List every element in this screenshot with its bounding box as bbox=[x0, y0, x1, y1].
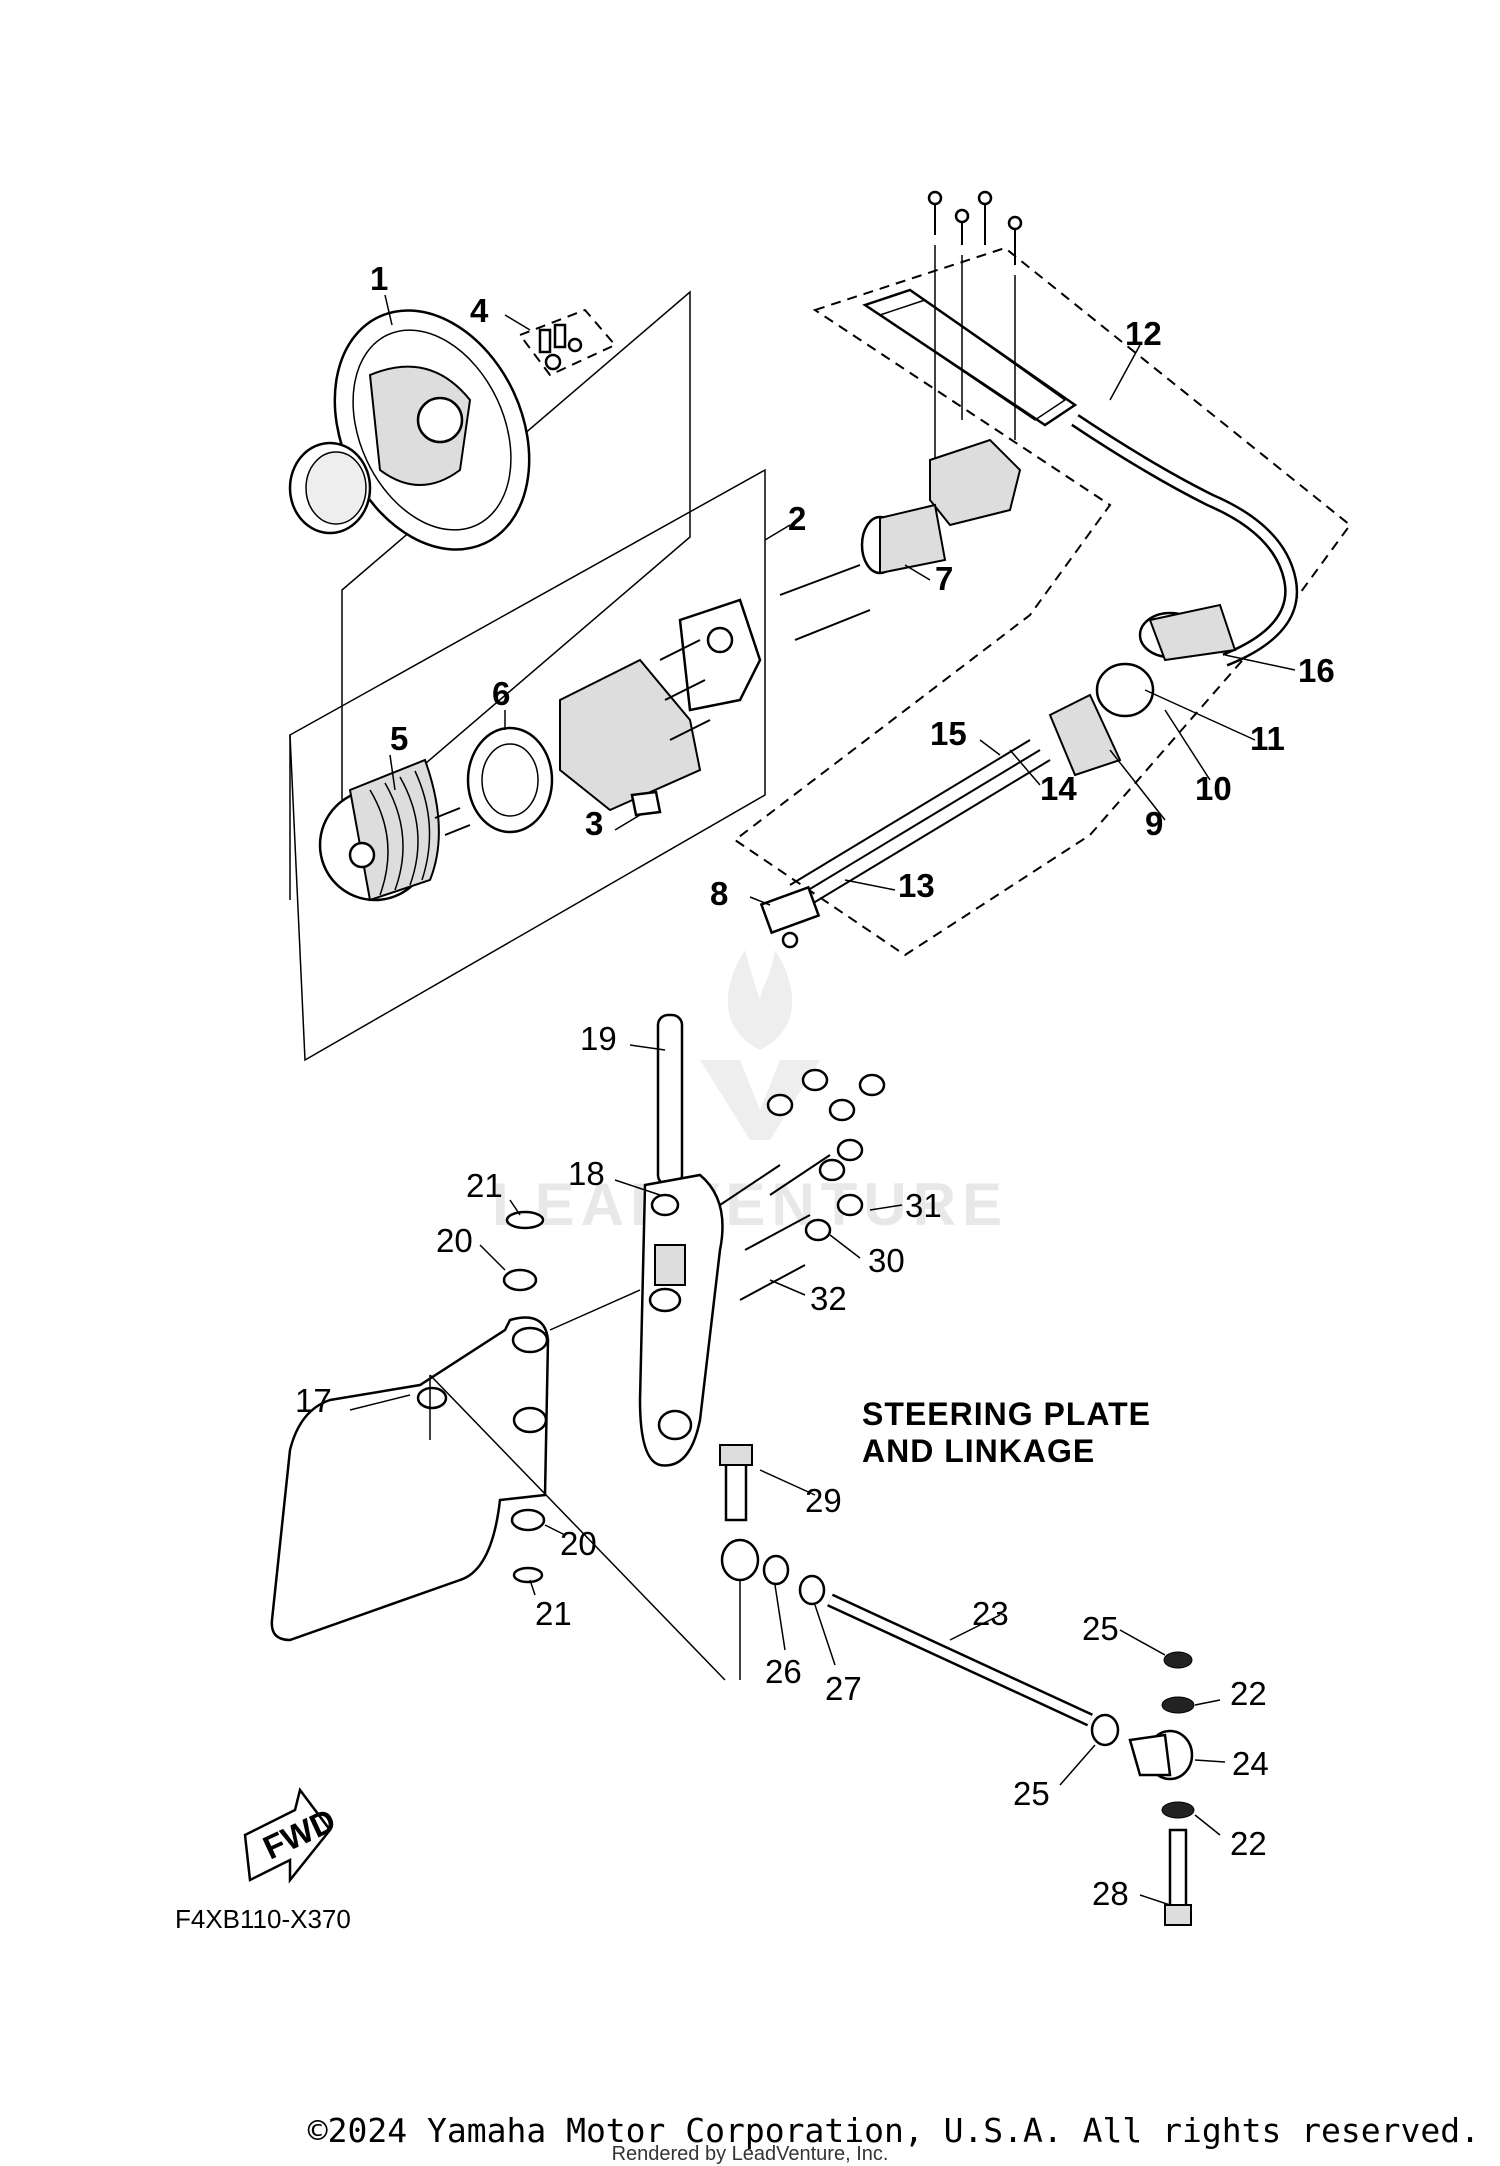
callout-25-upper: 25 bbox=[1082, 1610, 1119, 1647]
callout-11: 11 bbox=[1250, 720, 1285, 757]
section-title-line2: AND LINKAGE bbox=[862, 1433, 1095, 1469]
callout-3: 3 bbox=[585, 805, 603, 842]
callout-9: 9 bbox=[1145, 805, 1163, 842]
callout-16: 16 bbox=[1298, 652, 1335, 689]
callout-21-upper: 21 bbox=[466, 1167, 503, 1204]
callout-31: 31 bbox=[905, 1187, 942, 1224]
callout-22-lower: 22 bbox=[1230, 1825, 1267, 1862]
callout-26: 26 bbox=[765, 1653, 802, 1690]
copyright-text: ©2024 Yamaha Motor Corporation, U.S.A. A… bbox=[308, 2111, 1480, 2150]
callout-19: 19 bbox=[580, 1020, 617, 1057]
diagram-code: F4XB110-X370 bbox=[175, 1904, 351, 1934]
callout-7: 7 bbox=[935, 560, 953, 597]
callout-30: 30 bbox=[868, 1242, 905, 1279]
callout-18: 18 bbox=[568, 1155, 605, 1192]
callout-6: 6 bbox=[492, 675, 510, 712]
callout-14: 14 bbox=[1040, 770, 1077, 807]
callout-labels: 1 2 3 4 5 6 7 8 9 10 11 12 13 14 15 16 1… bbox=[295, 260, 1335, 1912]
cable-assembly-group bbox=[733, 190, 1352, 957]
callout-15: 15 bbox=[930, 715, 967, 752]
watermark-text: LEADVENTURE bbox=[492, 1171, 1008, 1238]
steering-wheel-group bbox=[288, 290, 691, 837]
fwd-arrow-icon: FWD bbox=[243, 1787, 341, 1884]
callout-1: 1 bbox=[370, 260, 388, 297]
callout-13: 13 bbox=[898, 867, 935, 904]
leader-lines bbox=[349, 294, 1296, 1906]
callout-27: 27 bbox=[825, 1670, 862, 1707]
leadventure-watermark: LEADVENTURE bbox=[492, 950, 1008, 1238]
callout-10: 10 bbox=[1195, 770, 1232, 807]
callout-25-lower: 25 bbox=[1013, 1775, 1050, 1812]
callout-29: 29 bbox=[805, 1482, 842, 1519]
callout-28: 28 bbox=[1092, 1875, 1129, 1912]
callout-20-lower: 20 bbox=[560, 1525, 597, 1562]
callout-22-upper: 22 bbox=[1230, 1675, 1267, 1712]
callout-2: 2 bbox=[788, 500, 806, 537]
callout-20-upper: 20 bbox=[436, 1222, 473, 1259]
callout-21-lower: 21 bbox=[535, 1595, 572, 1632]
steering-plate-group bbox=[270, 1013, 1195, 1926]
steering-helm-group bbox=[289, 468, 766, 1062]
callout-17: 17 bbox=[295, 1382, 332, 1419]
callout-12: 12 bbox=[1125, 315, 1162, 352]
callout-8: 8 bbox=[710, 875, 728, 912]
callout-23: 23 bbox=[972, 1595, 1009, 1632]
section-title-line1: STEERING PLATE bbox=[862, 1396, 1151, 1432]
callout-32: 32 bbox=[810, 1280, 847, 1317]
callout-5: 5 bbox=[390, 720, 408, 757]
rendered-by-text: Rendered by LeadVenture, Inc. bbox=[612, 2143, 889, 2165]
callout-4: 4 bbox=[470, 292, 489, 329]
callout-24: 24 bbox=[1232, 1745, 1269, 1782]
